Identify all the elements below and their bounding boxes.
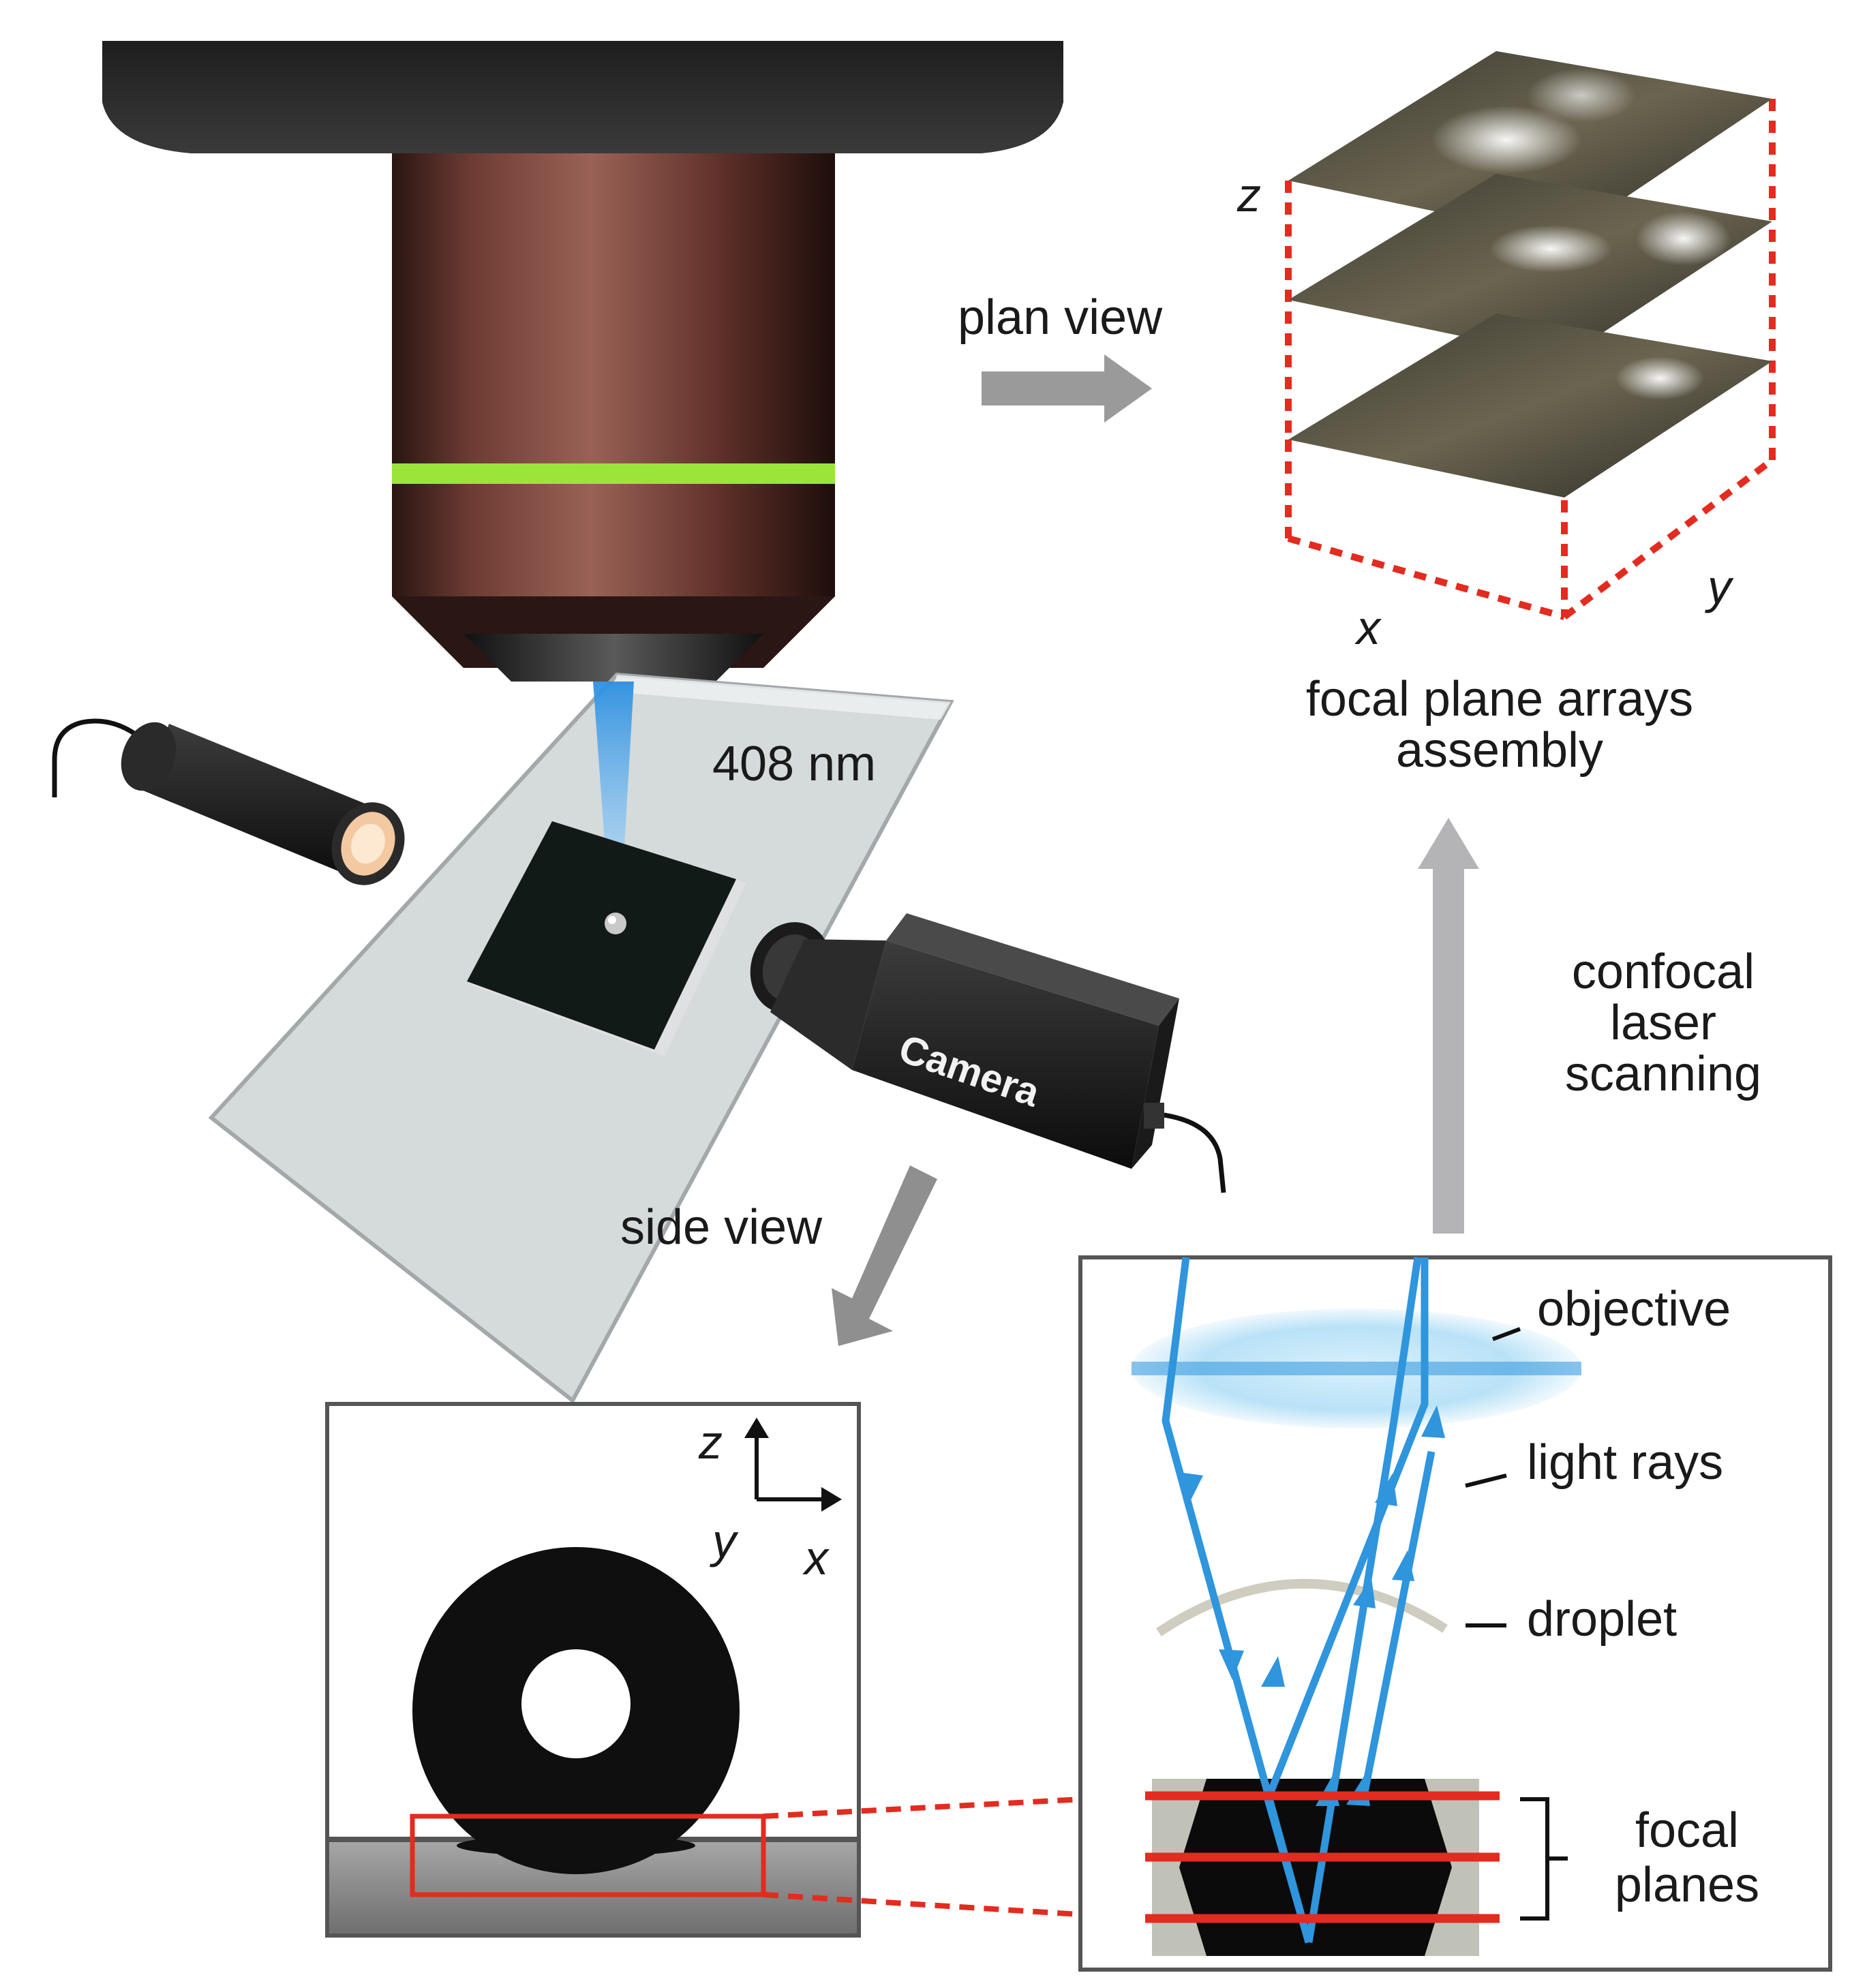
focal-plane-stack: z x y xyxy=(1236,51,1776,654)
light-rays-label: light rays xyxy=(1527,1435,1723,1490)
return-ray-2 xyxy=(1264,1257,1429,1801)
objective-green-ring xyxy=(392,463,835,484)
return-ray-3 xyxy=(1359,1450,1436,1801)
objective-head xyxy=(102,41,1063,153)
side-view-axes xyxy=(755,1431,828,1501)
glass-slide xyxy=(208,672,954,1404)
focal-plane-bottom xyxy=(1288,314,1772,498)
light-source xyxy=(52,718,405,885)
side-view-arrow xyxy=(832,1165,937,1346)
microscope-objective xyxy=(102,41,1063,682)
focal-planes-label-line1: focal xyxy=(1635,1803,1739,1858)
objective-leader xyxy=(1491,1327,1521,1341)
sample-cross-section xyxy=(1152,1779,1479,1956)
side-axis-z: z xyxy=(698,1416,723,1469)
light-ray-paths xyxy=(1162,1257,1436,1944)
focal-plane-lines xyxy=(1145,1791,1500,1923)
focal-planes-bracket xyxy=(1520,1797,1568,1921)
side-camera: Camera xyxy=(750,913,1226,1193)
focal-planes-label-line2: planes xyxy=(1615,1858,1759,1912)
confocal-scanning-arrow xyxy=(1418,818,1479,1234)
side-axis-y: y xyxy=(710,1514,739,1568)
side-view-label: side view xyxy=(620,1200,823,1255)
contact-region-box xyxy=(410,1814,766,1897)
side-axis-x: x xyxy=(802,1531,830,1585)
incident-ray xyxy=(1162,1257,1313,1944)
assembly-label-line1: focal plane arrays xyxy=(1306,672,1693,727)
confocal-label-line2: laser xyxy=(1610,996,1716,1050)
box-edge-bottom-left xyxy=(1287,535,1566,620)
return-ray-1 xyxy=(1305,1257,1422,1943)
stack-axis-y: y xyxy=(1705,560,1734,613)
stack-axis-x: x xyxy=(1354,601,1382,654)
zoom-connector xyxy=(763,1793,1146,1921)
sample-substrate xyxy=(467,821,746,1056)
side-view-inset: z y x xyxy=(325,1402,861,1938)
optics-inset: objective light rays droplet focal plane… xyxy=(1078,1255,1832,1972)
box-edge-bottom-right xyxy=(1562,457,1775,620)
confocal-label-line3: scanning xyxy=(1565,1047,1761,1101)
plan-view-label: plan view xyxy=(958,290,1163,345)
objective-tip xyxy=(464,634,763,682)
wavelength-label: 408 nm xyxy=(712,737,876,791)
light-rays-leader xyxy=(1465,1473,1507,1488)
droplet-label: droplet xyxy=(1527,1592,1677,1647)
objective-barrel xyxy=(392,153,835,596)
plan-view-arrow xyxy=(982,354,1152,423)
assembly-label-line2: assembly xyxy=(1396,723,1603,778)
droplet-arc xyxy=(1156,1578,1448,1636)
droplet-highlight xyxy=(521,1649,631,1758)
confocal-label-line1: confocal xyxy=(1572,945,1755,999)
objective-label: objective xyxy=(1537,1282,1731,1336)
stack-axis-z: z xyxy=(1236,168,1261,221)
droplet-on-sample xyxy=(605,913,626,934)
